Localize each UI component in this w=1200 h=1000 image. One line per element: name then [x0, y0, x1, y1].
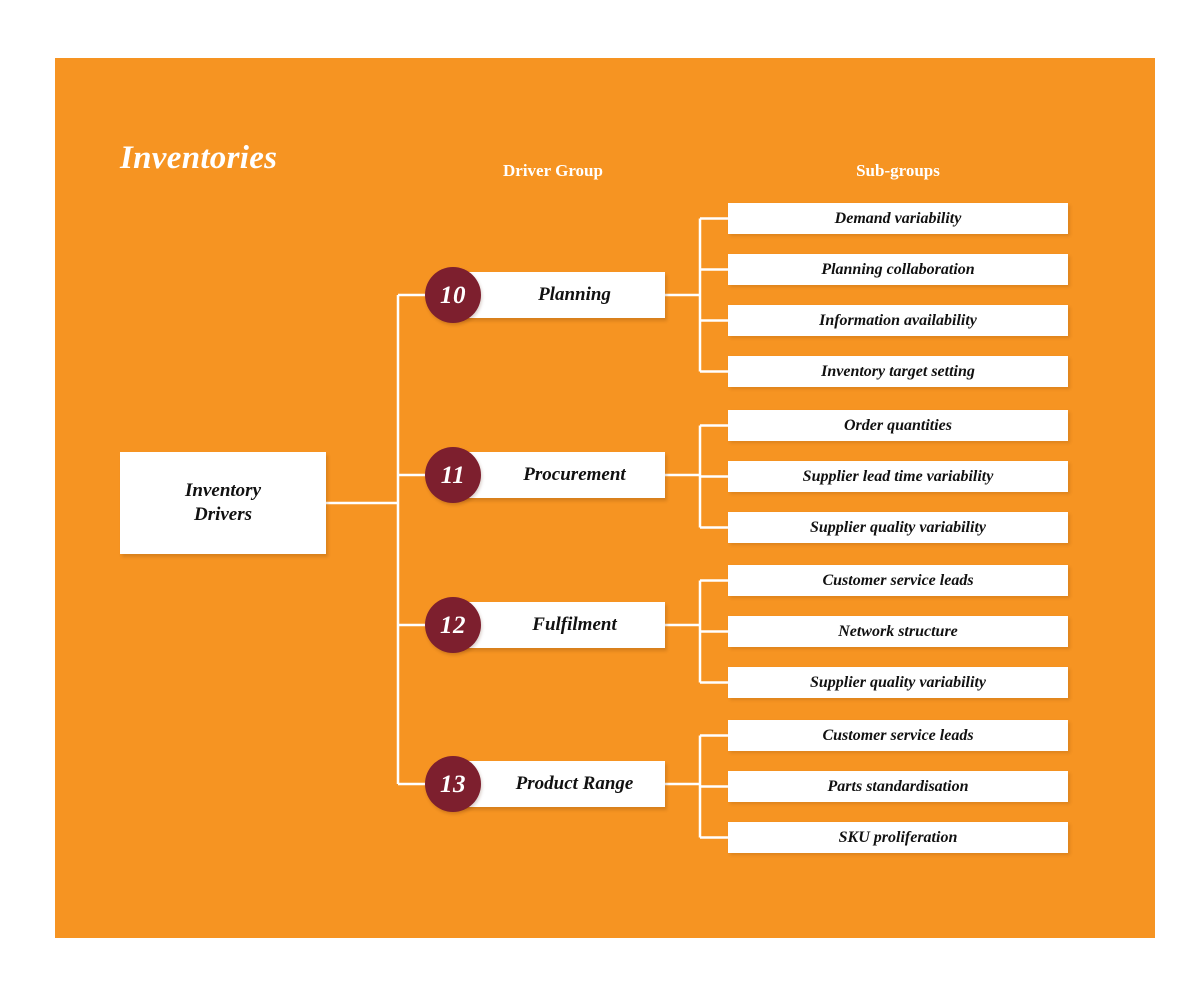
driver-group-label: Fulfilment — [532, 614, 617, 635]
sub-group-label: Network structure — [838, 622, 958, 640]
sub-group-box[interactable]: Network structure — [728, 616, 1068, 647]
sub-group-label: Supplier quality variability — [809, 518, 986, 536]
page-title: Inventories — [120, 140, 278, 176]
driver-group-number-badge[interactable]: 11 — [425, 447, 481, 503]
sub-group-label: Order quantities — [843, 416, 952, 434]
driver-group-number: 13 — [440, 770, 466, 798]
sub-group-label: Demand variability — [834, 209, 962, 227]
sub-group-label: Customer service leads — [822, 726, 974, 744]
driver-group-label: Procurement — [523, 464, 626, 485]
sub-group-box[interactable]: Information availability — [728, 305, 1068, 336]
root-node-inventory-drivers[interactable]: Inventory Drivers — [120, 452, 326, 554]
driver-group-number: 11 — [440, 461, 466, 489]
column-header-sub-groups: Sub-groups — [856, 161, 940, 180]
driver-group-number-badge[interactable]: 10 — [425, 267, 481, 323]
sub-group-box[interactable]: Supplier quality variability — [728, 667, 1068, 698]
sub-group-box[interactable]: Customer service leads — [728, 565, 1068, 596]
sub-group-box[interactable]: Parts standardisation — [728, 771, 1068, 802]
sub-group-box[interactable]: Demand variability — [728, 203, 1068, 234]
sub-group-label: SKU proliferation — [838, 828, 958, 846]
driver-group-label: Planning — [538, 284, 611, 305]
sub-group-label: Inventory target setting — [821, 362, 975, 380]
driver-group-number-badge[interactable]: 13 — [425, 756, 481, 812]
sub-group-label: Planning collaboration — [821, 260, 975, 278]
sub-group-box[interactable]: Inventory target setting — [728, 356, 1068, 387]
sub-group-box[interactable]: Supplier lead time variability — [728, 461, 1068, 492]
sub-group-box[interactable]: Customer service leads — [728, 720, 1068, 751]
sub-group-box[interactable]: SKU proliferation — [728, 822, 1068, 853]
driver-group-number: 10 — [440, 281, 466, 309]
sub-group-label: Customer service leads — [822, 571, 974, 589]
sub-group-box[interactable]: Supplier quality variability — [728, 512, 1068, 543]
sub-group-label: Information availability — [819, 311, 977, 329]
driver-group-label: Product Range — [515, 773, 634, 794]
column-header-driver-group: Driver Group — [503, 161, 603, 180]
sub-group-label: Parts standardisation — [827, 777, 969, 795]
sub-group-label: Supplier quality variability — [809, 673, 986, 691]
driver-group-number-badge[interactable]: 12 — [425, 597, 481, 653]
sub-group-box[interactable]: Planning collaboration — [728, 254, 1068, 285]
sub-group-box[interactable]: Order quantities — [728, 410, 1068, 441]
driver-group-number: 12 — [440, 611, 466, 639]
root-node-label: Inventory Drivers — [185, 480, 261, 525]
sub-group-label: Supplier lead time variability — [802, 467, 994, 485]
